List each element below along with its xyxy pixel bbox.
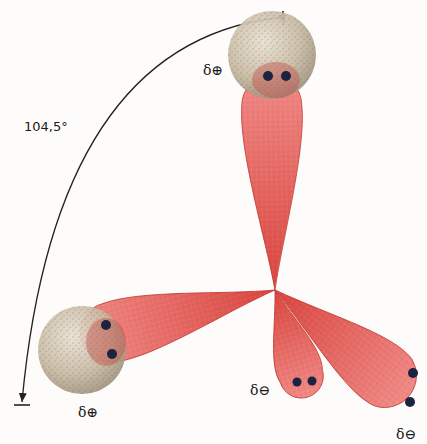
- partial-charge-label: δ⊕: [203, 63, 223, 77]
- electron-dots: [101, 71, 418, 407]
- partial-charge-label: δ⊖: [250, 383, 270, 397]
- lone-pair-lobe: [256, 265, 427, 420]
- overlap-region: [252, 62, 300, 98]
- partial-charge-label: δ⊕: [78, 405, 98, 419]
- hydrogen-sphere: [228, 11, 316, 99]
- overlap-region: [86, 318, 126, 366]
- arc-end-tick: [14, 404, 30, 406]
- bond-lobe: [241, 75, 306, 291]
- angle-value: 104,5°: [24, 120, 68, 133]
- partial-charge-label: δ⊖: [396, 427, 416, 441]
- hydrogen-sphere: [38, 306, 126, 394]
